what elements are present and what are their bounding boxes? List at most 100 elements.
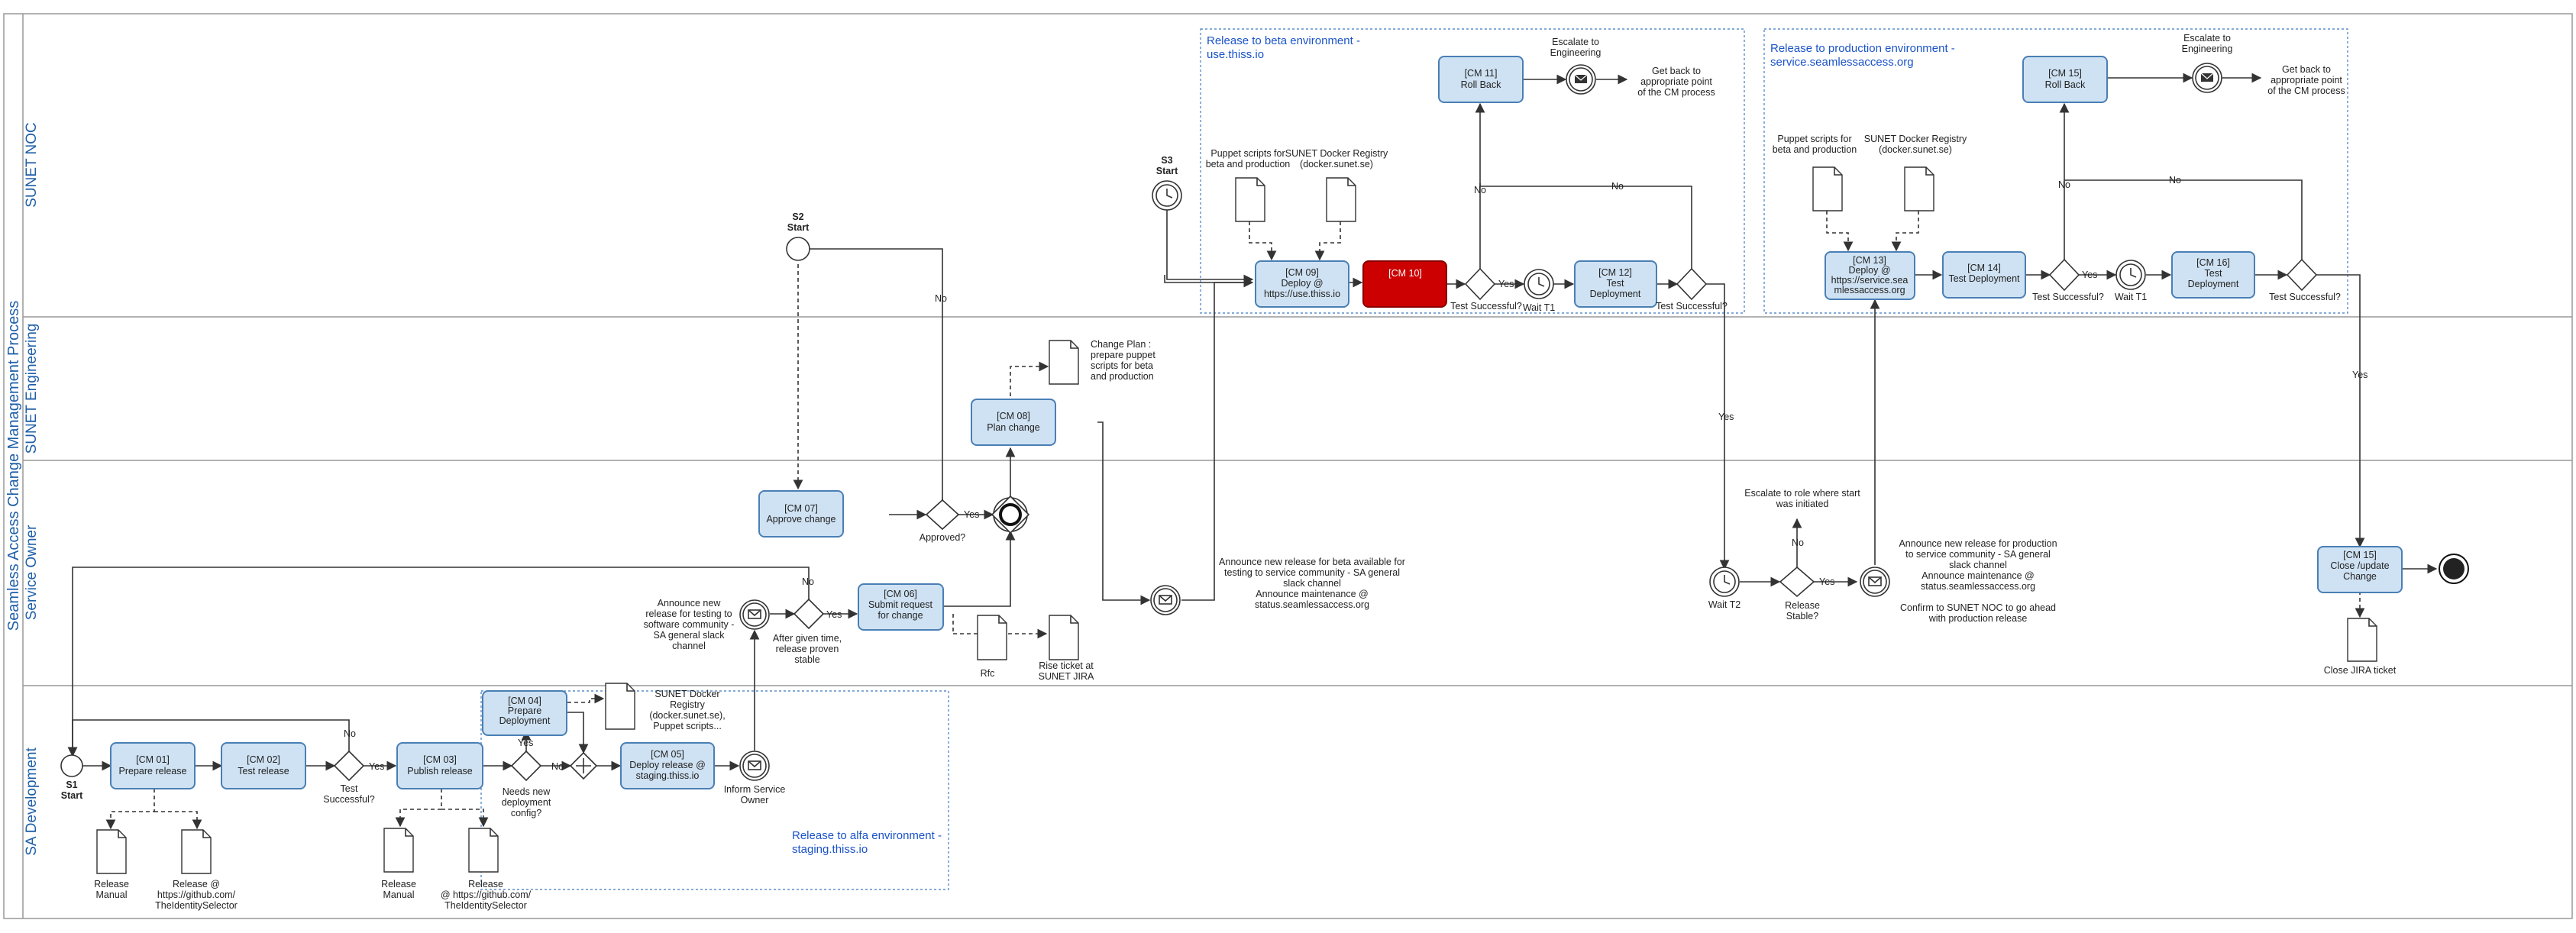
message-event-escalate-beta[interactable] — [1566, 64, 1596, 95]
svg-text:Roll Back: Roll Back — [2045, 79, 2086, 90]
task-cm16[interactable]: [CM 16] Test Deployment — [2171, 251, 2255, 299]
gateway-approved[interactable] — [925, 499, 960, 531]
svg-text:Rfc: Rfc — [981, 668, 995, 679]
svg-text:Close /update: Close /update — [2330, 560, 2389, 571]
gateway-release-stable[interactable] — [1779, 566, 1815, 598]
svg-text:Yes: Yes — [964, 509, 979, 520]
gateway-test-successful-2[interactable] — [1464, 267, 1496, 301]
task-cm06[interactable]: [CM 06] Submit request for change — [858, 583, 944, 631]
task-cm15-rollback[interactable]: [CM 15] Roll Back — [2022, 56, 2108, 103]
svg-text:deployment: deployment — [502, 797, 551, 808]
svg-text:[CM 14]: [CM 14] — [1967, 263, 2001, 273]
svg-text:status.seamlessaccess.org: status.seamlessaccess.org — [1921, 581, 2035, 592]
svg-text:Successful?: Successful? — [323, 794, 374, 805]
task-cm01[interactable]: [CM 01] Prepare release — [110, 742, 196, 789]
doc-jira-ticket[interactable] — [1049, 615, 1079, 660]
svg-text:[CM 08]: [CM 08] — [997, 411, 1030, 421]
task-cm04[interactable]: [CM 04] Prepare Deployment — [482, 690, 567, 736]
doc-release-manual-2[interactable] — [383, 828, 414, 873]
message-event-inform-owner[interactable] — [739, 751, 770, 781]
message-event-announce-alfa[interactable] — [739, 599, 770, 630]
svg-text:S1: S1 — [66, 780, 77, 790]
svg-text:Deploy @: Deploy @ — [1848, 265, 1890, 276]
svg-text:Submit request: Submit request — [868, 599, 933, 610]
gateway-parallel-join[interactable] — [569, 751, 598, 780]
start-event-s1[interactable] — [60, 754, 83, 777]
svg-text:No: No — [2169, 175, 2181, 186]
svg-text:@ https://github.com/: @ https://github.com/ — [441, 889, 532, 900]
svg-text:(docker.sunet.se): (docker.sunet.se) — [1300, 159, 1373, 169]
message-event-escalate-prod[interactable] — [2192, 63, 2222, 93]
doc-release-github-1[interactable] — [181, 829, 212, 874]
gateway-needs-config[interactable] — [510, 750, 542, 782]
doc-rfc[interactable] — [977, 615, 1007, 660]
svg-text:No: No — [935, 293, 947, 304]
note-announce-beta: Announce new release for beta available … — [1219, 557, 1405, 610]
message-event-announce-prod[interactable] — [1860, 567, 1890, 597]
end-event-process[interactable] — [2439, 554, 2469, 584]
svg-text:SUNET Docker: SUNET Docker — [655, 689, 719, 699]
start-event-s2[interactable] — [786, 237, 810, 261]
svg-text:TheIdentitySelector: TheIdentitySelector — [444, 900, 527, 911]
gateway-test-successful-4[interactable] — [2048, 258, 2080, 292]
doc-release-github-2[interactable] — [468, 828, 499, 873]
svg-text:Puppet scripts for: Puppet scripts for — [1777, 134, 1851, 144]
doc-change-plan[interactable] — [1049, 340, 1079, 385]
svg-text:No: No — [802, 576, 814, 587]
svg-text:Puppet scripts for: Puppet scripts for — [1210, 148, 1285, 159]
timer-wait-t2[interactable] — [1709, 567, 1740, 597]
svg-text:Start: Start — [61, 790, 83, 801]
task-cm14[interactable]: [CM 14] Test Deployment — [1942, 251, 2026, 299]
svg-text:Get back to: Get back to — [2282, 64, 2331, 75]
svg-text:and production: and production — [1091, 371, 1154, 382]
doc-release-manual-1[interactable] — [96, 829, 127, 874]
svg-text:Change: Change — [2343, 571, 2377, 582]
task-cm12[interactable]: [CM 12] Test Deployment — [1574, 260, 1657, 308]
task-cm02[interactable]: [CM 02] Test release — [221, 742, 306, 789]
gateway-after-given-time[interactable] — [793, 598, 825, 630]
task-cm07[interactable]: [CM 07] Approve change — [758, 490, 844, 538]
svg-text:[CM 09]: [CM 09] — [1285, 267, 1319, 278]
group-prod — [1763, 28, 2348, 314]
timer-wait-t1-prod[interactable] — [2115, 260, 2146, 290]
svg-text:Test release: Test release — [238, 766, 289, 776]
doc-registry-prod[interactable] — [1904, 166, 1934, 211]
svg-text:of the CM process: of the CM process — [2267, 86, 2345, 96]
svg-text:prepare puppet: prepare puppet — [1091, 350, 1155, 360]
timer-wait-t1-beta[interactable] — [1524, 269, 1554, 299]
svg-text:Announce new release for beta: Announce new release for beta available … — [1219, 557, 1405, 567]
svg-text:Yes: Yes — [826, 609, 842, 620]
task-cm05[interactable]: [CM 05] Deploy release @ staging.thiss.i… — [620, 742, 715, 789]
gateway-test-successful-5[interactable] — [2286, 258, 2318, 292]
task-cm15-close[interactable]: [CM 15] Close /update Change — [2317, 546, 2403, 593]
svg-text:Manual: Manual — [383, 889, 415, 900]
task-cm08[interactable]: [CM 08] Plan change — [971, 399, 1056, 446]
svg-text:SUNET Docker Registry: SUNET Docker Registry — [1285, 148, 1388, 159]
svg-text:Prepare: Prepare — [508, 705, 542, 716]
end-event-approved[interactable] — [987, 491, 1034, 538]
group-beta-title-1: Release to beta environment - — [1207, 34, 1360, 47]
task-cm10[interactable]: [CM 10] — [1362, 260, 1447, 308]
doc-close-jira[interactable] — [2347, 618, 2377, 662]
doc-sunet-registry-alfa[interactable] — [605, 683, 635, 730]
svg-text:TheIdentitySelector: TheIdentitySelector — [155, 900, 238, 911]
lane-title-service-owner: Service Owner — [24, 525, 40, 620]
svg-text:scripts for beta: scripts for beta — [1091, 360, 1153, 371]
svg-text:Plan change: Plan change — [987, 422, 1040, 433]
svg-text:Yes: Yes — [2082, 270, 2097, 280]
gateway-test-successful-1[interactable] — [333, 750, 365, 782]
svg-text:Escalate to: Escalate to — [2183, 33, 2231, 44]
start-event-s3[interactable] — [1152, 180, 1182, 211]
doc-puppet-beta[interactable] — [1235, 177, 1265, 222]
svg-text:Test Deployment: Test Deployment — [1948, 273, 2020, 284]
task-cm03[interactable]: [CM 03] Publish release — [396, 742, 483, 789]
doc-registry-beta[interactable] — [1326, 177, 1356, 222]
group-alfa-title-1: Release to alfa environment - — [792, 829, 942, 842]
message-event-announce-beta[interactable] — [1150, 585, 1181, 615]
gateway-test-successful-3[interactable] — [1676, 267, 1708, 301]
task-cm13[interactable]: [CM 13] Deploy @ https://service.sea mle… — [1825, 251, 1915, 300]
task-cm11[interactable]: [CM 11] Roll Back — [1438, 56, 1524, 103]
doc-puppet-prod[interactable] — [1812, 166, 1843, 211]
svg-text:Roll Back: Roll Back — [1461, 79, 1502, 90]
task-cm09[interactable]: [CM 09] Deploy @ https://use.thiss.io — [1255, 260, 1349, 308]
